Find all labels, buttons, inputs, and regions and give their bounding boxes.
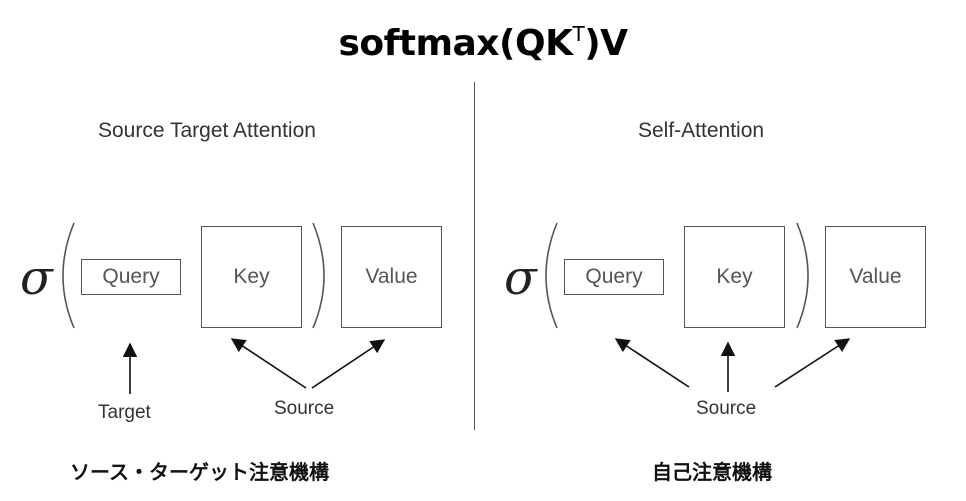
left-sigma-symbol: σ	[20, 250, 53, 306]
left-panel-title: Source Target Attention	[98, 119, 316, 142]
left-source-to-value-arrow	[311, 339, 386, 389]
right-panel-title: Self-Attention	[638, 119, 765, 142]
title-prefix: softmax(QK	[338, 23, 573, 64]
main-title: softmax(QKT)V	[0, 22, 966, 64]
left-panel-caption: ソース・ターゲット注意機構	[70, 460, 329, 484]
title-superscript: T	[572, 22, 585, 46]
right-query-box: Query	[564, 259, 664, 295]
title-suffix: )V	[584, 23, 628, 64]
left-source-label: Source	[274, 398, 335, 419]
left-key-box: Key	[201, 226, 302, 328]
panel-divider	[474, 82, 475, 430]
left-target-label: Target	[98, 402, 151, 423]
right-open-paren	[545, 222, 558, 329]
right-value-box: Value	[825, 226, 926, 328]
left-query-box: Query	[81, 259, 181, 295]
right-source-label: Source	[696, 398, 757, 419]
left-open-paren	[62, 222, 75, 329]
right-key-box: Key	[684, 226, 785, 328]
left-value-box: Value	[341, 226, 442, 328]
right-close-paren	[796, 222, 809, 329]
right-panel-caption: 自己注意機構	[652, 460, 772, 484]
left-close-paren	[312, 222, 325, 329]
left-source-to-key-arrow	[230, 338, 307, 389]
right-source-to-value-arrow	[774, 338, 851, 388]
right-source-to-query-arrow	[614, 338, 690, 388]
right-sigma-symbol: σ	[504, 250, 537, 306]
